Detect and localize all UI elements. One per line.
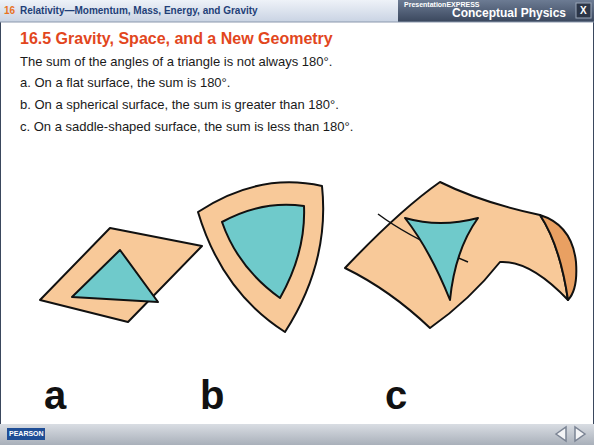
spherical-surface [198,182,323,332]
back-arrow [556,427,566,441]
chapter-title: Relativity—Momentum, Mass, Energy, and G… [20,5,258,17]
publisher-logo [7,428,45,440]
header-bar [0,0,594,22]
figure-letter: c [385,372,407,418]
saddle-surface [345,182,576,328]
figure-letter: a [44,372,66,418]
publisher-name: PEARSON [9,430,44,438]
list-item: c. On a saddle-shaped surface, the sum i… [20,120,353,135]
list-item: a. On a flat surface, the sum is 180°. [20,76,230,91]
close-box [576,3,591,18]
product-name: Conceptual Physics [452,7,566,21]
header-rule [0,22,594,23]
forward-arrow [575,427,585,441]
slide-title: 16.5 Gravity, Space, and a New Geometry [20,30,333,48]
chapter-number: 16 [4,5,15,17]
intro-text: The sum of the angles of a triangle is n… [20,55,332,70]
brand-panel [398,0,594,22]
flat-surface [40,228,202,322]
footer-bar [0,424,594,445]
figure-letter: b [200,372,224,418]
list-item: b. On a spherical surface, the sum is gr… [20,98,339,113]
close-glyph: X [580,5,587,17]
